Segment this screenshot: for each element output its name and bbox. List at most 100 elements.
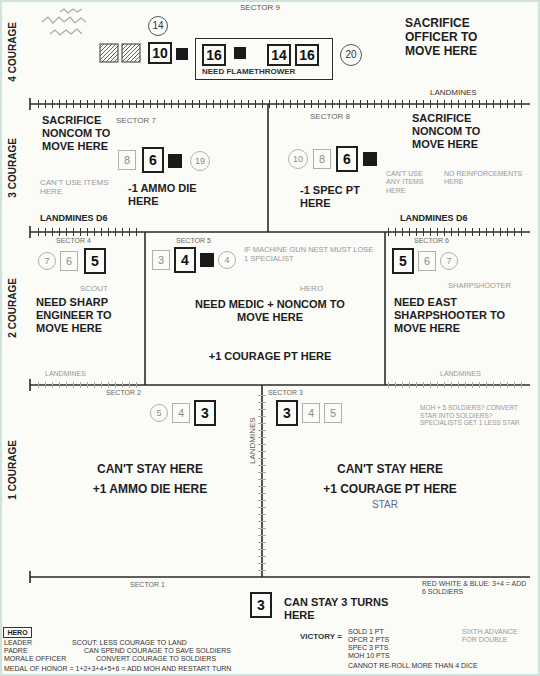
- label-slot: OFCR 2 PTS: [348, 636, 418, 644]
- text-slot: 4: [178, 408, 184, 419]
- axis-label: 1 COURAGE: [6, 440, 18, 499]
- label-slot: RED WHITE & BLUE: 3+4 = ADD 6 SOLDIERS: [422, 580, 528, 597]
- text-slot: 3: [283, 406, 291, 420]
- text-slot: 5: [156, 409, 161, 418]
- text-slot: -1 AMMO DIE HERE: [128, 182, 218, 208]
- axis-label: 4 COURAGE: [6, 22, 18, 81]
- label-slot: CAN SPEND COURAGE TO SAVE SOLDIERS: [84, 647, 254, 655]
- scribble: [42, 9, 86, 35]
- faint-number-box: 6: [60, 251, 78, 271]
- region-text: SECTOR 9: [240, 3, 310, 12]
- number-box: 4: [174, 247, 196, 273]
- text-slot: SHARPSHOOTER: [448, 282, 520, 291]
- text-slot: NEED FLAMETHROWER: [202, 67, 330, 76]
- number-text: 3: [158, 255, 164, 266]
- text-slot: 6: [343, 152, 351, 166]
- landmine-ticks: [34, 228, 142, 236]
- text-slot: 3: [201, 406, 209, 420]
- faint-number-box: 6: [418, 251, 436, 271]
- region-text: SECTOR 3: [268, 389, 313, 397]
- region-text: -1 SPEC PT HERE: [300, 184, 380, 210]
- label-slot: 3 COURAGE: [6, 138, 18, 197]
- note-label: LANDMINES D6: [400, 213, 490, 224]
- number-text: 10: [293, 155, 303, 164]
- text-slot: STAR: [372, 499, 412, 511]
- note-label: PADRE: [4, 647, 64, 655]
- label-slot: LANDMINES: [440, 370, 500, 378]
- circled-number: 20: [340, 44, 362, 66]
- sector-region: SECTOR 6 SHARPSHOOTER NEED EAST SHARPSHOOT…: [385, 232, 532, 385]
- note-label: SPEC 3 PTS: [348, 644, 418, 652]
- faint-circled-number: 7: [440, 252, 458, 270]
- number-text: 14: [152, 21, 163, 31]
- text-slot: 5: [399, 254, 407, 268]
- label-slot: SOLD 1 PT: [348, 628, 418, 636]
- axis-label: LANDMINES: [247, 417, 256, 464]
- text-slot: SACRIFICE OFFICER TO MOVE HERE: [405, 16, 515, 58]
- label-slot: MOH 10 PTS: [348, 652, 418, 660]
- region-text: +1 COURAGE PT HERE: [180, 350, 360, 363]
- note-label: MEDAL OF HONOR = 1+2+3+4+5+6 = ADD MOH A…: [4, 665, 274, 673]
- region-text: CAN'T STAY HERE: [290, 462, 490, 476]
- note-label: MORALE OFFICER: [4, 655, 84, 663]
- region-text: SHARPSHOOTER: [448, 282, 520, 291]
- label-slot: LANDMINES D6: [40, 213, 130, 224]
- number-text: 5: [156, 409, 161, 418]
- number-text: 16: [206, 48, 222, 62]
- sector-region: SECTOR 9 SACRIFICE OFFICER TO MOVE HERE 14…: [30, 0, 532, 100]
- text-slot: -1 SPEC PT HERE: [300, 184, 380, 210]
- text-slot: 4: [181, 253, 189, 267]
- text-slot: 20: [345, 50, 356, 60]
- region-text: STAR: [372, 499, 412, 511]
- text-slot: SECTOR 6: [414, 237, 464, 245]
- text-slot: SACRIFICE NONCOM TO MOVE HERE: [412, 112, 484, 151]
- requirement-box: NEED FLAMETHROWER 16 14 16: [195, 38, 333, 80]
- text-slot: 3: [158, 255, 164, 266]
- text-slot: NEED EAST SHARPSHOOTER TO MOVE HERE: [394, 296, 512, 335]
- label-slot: SPEC 3 PTS: [348, 644, 418, 652]
- text-slot: 16: [299, 48, 315, 62]
- label-slot: PADRE: [4, 647, 64, 655]
- region-text: SECTOR 4: [56, 237, 106, 245]
- text-slot: SECTOR 8: [310, 112, 370, 121]
- landmine-ticks: [388, 228, 528, 236]
- text-slot: SACRIFICE NONCOM TO MOVE HERE: [42, 114, 114, 153]
- text-slot: 6: [149, 153, 157, 167]
- landmine-ticks: [388, 382, 528, 388]
- text-slot: SECTOR 1: [130, 581, 180, 589]
- region-text: IF MACHINE GUN NEST MUST LOSE 1 SPECIALI…: [244, 246, 374, 264]
- number-box: 3: [250, 592, 272, 618]
- label-slot: CANNOT RE-ROLL MORE THAN 4 DICE: [348, 662, 498, 670]
- number-box: 14: [267, 44, 291, 66]
- text-slot: 14: [271, 48, 287, 62]
- label-slot: MOH + 5 SOLDIERS? CONVERT STAR INTO SOLD…: [420, 404, 528, 427]
- text-slot: 8: [124, 155, 130, 166]
- number-text: 10: [152, 46, 168, 60]
- text-slot: 5: [330, 408, 336, 419]
- region-text: +1 AMMO DIE HERE: [60, 482, 240, 496]
- number-box: 6: [142, 147, 164, 173]
- sector-lines: [30, 104, 530, 577]
- region-text: SECTOR 2: [106, 389, 151, 397]
- number-text: 5: [399, 254, 407, 268]
- text-slot: SECTOR 2: [106, 389, 151, 397]
- label-slot: MORALE OFFICER: [4, 655, 84, 663]
- region-text: NEED SHARP ENGINEER TO MOVE HERE: [36, 296, 140, 335]
- text-slot: SECTOR 3: [268, 389, 313, 397]
- note-label: LANDMINES: [45, 370, 105, 378]
- region-text: SACRIFICE NONCOM TO MOVE HERE: [412, 112, 484, 151]
- number-text: 19: [195, 157, 205, 166]
- region-text: CAN STAY 3 TURNS HERE: [284, 596, 409, 622]
- number-box: 16: [295, 44, 319, 66]
- number-text: 8: [124, 155, 130, 166]
- note-label: CANNOT RE-ROLL MORE THAN 4 DICE: [348, 662, 498, 670]
- number-text: HERO: [7, 629, 27, 636]
- text-slot: IF MACHINE GUN NEST MUST LOSE 1 SPECIALI…: [244, 246, 374, 264]
- text-slot: 16: [206, 48, 222, 62]
- note-label: VICTORY =: [300, 632, 350, 641]
- hatched-box: [122, 44, 140, 62]
- text-slot: HERO: [7, 629, 27, 636]
- number-text: 20: [345, 50, 356, 60]
